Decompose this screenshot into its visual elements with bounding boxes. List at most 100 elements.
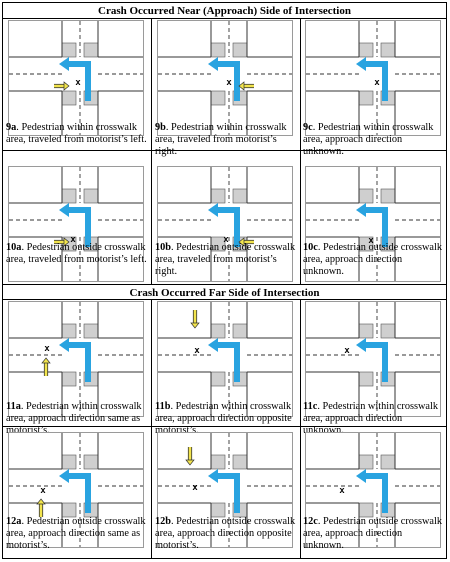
vehicle-path-arrow	[366, 61, 388, 101]
intersection-diagram-10b: x	[157, 166, 293, 282]
vehicle-path-arrowhead	[356, 203, 366, 217]
intersection-svg: x	[158, 302, 292, 416]
crash-location-marker: x	[70, 234, 75, 244]
vehicle-path-arrow	[218, 473, 240, 513]
intersection-diagram-12b: x	[157, 432, 293, 548]
curb-corners	[61, 42, 99, 106]
vehicle-path-arrow	[218, 342, 240, 382]
panel-caption: 10a. Pedestrian outside crosswalk area, …	[6, 242, 148, 266]
panel-caption: 11a. Pedestrian within crosswalk area, a…	[6, 401, 148, 438]
curb-corners	[210, 42, 248, 106]
road-edges	[9, 167, 143, 281]
column-divider	[300, 300, 301, 559]
road-edges	[158, 21, 292, 135]
panel-id: 10b	[155, 242, 172, 253]
crash-location-marker: x	[374, 77, 379, 87]
panel-caption: 12b. Pedestrian outside crosswalk area, …	[155, 516, 297, 553]
intersection-diagram-11a: x	[8, 301, 144, 417]
vehicle-path-arrow	[69, 342, 91, 382]
intersection-diagram-12a: x	[8, 432, 144, 548]
intersection-svg: x	[9, 167, 143, 281]
crash-location-marker: x	[75, 77, 80, 87]
lane-centerlines	[9, 167, 143, 281]
panel-caption: 10c. Pedestrian outside crosswalk area, …	[303, 242, 445, 279]
road-edges	[306, 302, 440, 416]
panel-caption: 12a. Pedestrian outside crosswalk area, …	[6, 516, 148, 553]
panel-description: . Pedestrian outside crosswalk area, app…	[155, 516, 296, 552]
vehicle-path-arrow	[69, 61, 91, 101]
crash-location-marker: x	[194, 345, 199, 355]
intersection-svg: x	[306, 21, 440, 135]
pedestrian-arrow	[185, 447, 195, 466]
road-edges	[158, 302, 292, 416]
vehicle-path-arrow	[218, 61, 240, 101]
intersection-diagram-9b: x	[157, 20, 293, 136]
vehicle-path-arrowhead	[208, 469, 218, 483]
road-edges	[158, 433, 292, 547]
panel-caption: 10b. Pedestrian outside crosswalk area, …	[155, 242, 297, 279]
lane-centerlines	[158, 167, 292, 281]
vehicle-path-arrow	[366, 342, 388, 382]
intersection-svg: x	[9, 302, 143, 416]
road-edges	[9, 433, 143, 547]
panel-description: . Pedestrian outside crosswalk area, app…	[6, 516, 146, 552]
column-divider	[151, 19, 152, 284]
pedestrian-arrow	[41, 357, 51, 376]
panel-description: . Pedestrian within crosswalk area, trav…	[155, 122, 287, 158]
vehicle-path-arrow	[218, 207, 240, 247]
intersection-diagram-10a: x	[8, 166, 144, 282]
crash-location-marker: x	[344, 345, 349, 355]
vehicle-path-arrow	[69, 473, 91, 513]
vehicle-path-arrowhead	[59, 203, 69, 217]
road-edges	[9, 21, 143, 135]
panel-id: 9b	[155, 122, 166, 133]
panel-caption: 9c. Pedestrian within crosswalk area, ap…	[303, 122, 445, 159]
panel-caption: 11b. Pedestrian within crosswalk area, a…	[155, 401, 297, 438]
vehicle-path-arrowhead	[356, 469, 366, 483]
panel-description: . Pedestrian outside crosswalk area, tra…	[155, 242, 296, 278]
panel-id: 10a	[6, 242, 22, 253]
intersection-svg: x	[158, 167, 292, 281]
vehicle-path-arrowhead	[208, 57, 218, 71]
crash-location-marker: x	[40, 485, 45, 495]
intersection-svg: x	[158, 21, 292, 135]
vehicle-path-arrowhead	[356, 338, 366, 352]
intersection-diagram-11c: x	[305, 301, 441, 417]
vehicle-path-arrowhead	[59, 469, 69, 483]
pedestrian-arrow	[36, 498, 46, 517]
panel-id: 12c	[303, 516, 318, 527]
crash-location-marker: x	[192, 482, 197, 492]
vehicle-path-arrowhead	[208, 203, 218, 217]
crash-location-marker: x	[368, 235, 373, 245]
panel-id: 11a	[6, 401, 21, 412]
curb-corners	[61, 454, 99, 518]
panel-description: . Pedestrian outside crosswalk area, tra…	[6, 242, 147, 266]
panel-description: . Pedestrian within crosswalk area, appr…	[155, 401, 292, 437]
lane-centerlines	[9, 21, 143, 135]
panel-caption: 11c. Pedestrian within crosswalk area, a…	[303, 401, 445, 438]
lane-centerlines	[306, 302, 440, 416]
pedestrian-arrow	[54, 81, 70, 91]
vehicle-path-arrowhead	[208, 338, 218, 352]
intersection-svg: x	[9, 21, 143, 135]
intersection-diagram-12c: x	[305, 432, 441, 548]
lane-centerlines	[158, 302, 292, 416]
crash-location-marker: x	[223, 234, 228, 244]
intersection-svg: x	[306, 433, 440, 547]
pedestrian-arrow	[190, 310, 200, 329]
intersection-diagram-9a: x	[8, 20, 144, 136]
pedestrian-arrow	[54, 237, 70, 247]
road-edges	[9, 302, 143, 416]
lane-centerlines	[306, 433, 440, 547]
vehicle-path-arrow	[366, 473, 388, 513]
row-divider	[3, 426, 446, 427]
vehicle-path-arrowhead	[356, 57, 366, 71]
panel-id: 9c	[303, 122, 313, 133]
lane-centerlines	[9, 433, 143, 547]
panel-caption: 9a. Pedestrian within crosswalk area, tr…	[6, 122, 148, 146]
crash-location-marker: x	[44, 343, 49, 353]
panel-id: 10c	[303, 242, 318, 253]
panel-id: 9a	[6, 122, 17, 133]
panel-id: 12b	[155, 516, 172, 527]
